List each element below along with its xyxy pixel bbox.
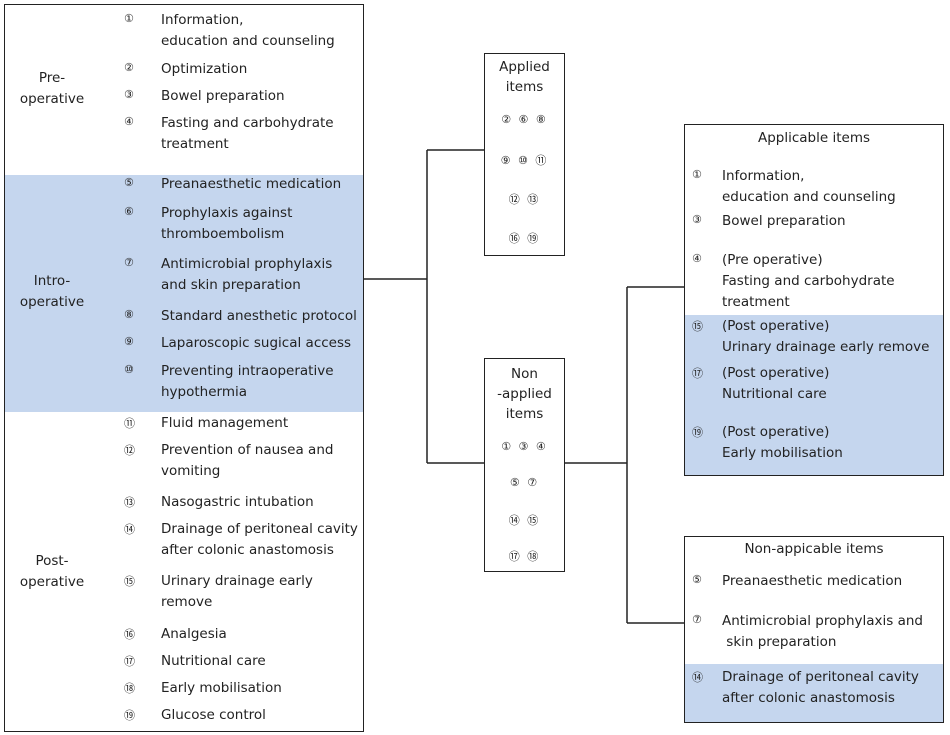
all-items-item-number: ① (124, 12, 134, 25)
phase-label-intraoperative: Intro- operative (19, 273, 85, 310)
all-items-item-text: Glucose control (161, 707, 266, 723)
all-items-item-number: ⑤ (124, 176, 134, 189)
all-items-item-text: Fluid management (161, 415, 289, 431)
non-applied-items-row: ① ③ ④ (501, 440, 548, 453)
phase-label-preoperative: Pre- operative (19, 70, 85, 107)
applicable-item-text: (Post operative) Urinary drainage early … (722, 318, 930, 355)
all-items-item-text: Standard anesthetic protocol (161, 308, 357, 324)
all-items-item-text: Information, education and counseling (161, 12, 335, 49)
applicable-items-title: Applicable items (757, 130, 871, 146)
applicable-item-number: ① (692, 168, 702, 181)
applicable-post-op-band (685, 315, 943, 475)
applicable-item-text: Information, education and counseling (722, 168, 896, 205)
all-items-item-text: Preventing intraoperative hypothermia (161, 363, 334, 400)
all-items-item-number: ⑧ (124, 308, 134, 321)
applicable-item-text: (Post operative) Nutritional care (722, 365, 830, 402)
all-items-item-number: ⑱ (124, 682, 135, 695)
all-items-item-number: ⑰ (124, 655, 135, 668)
applied-items-row: ② ⑥ ⑧ (501, 113, 548, 126)
intraoperative-band (5, 175, 363, 412)
phase-label-postoperative: Post- operative (19, 553, 85, 590)
all-items-item-text: Optimization (161, 61, 248, 77)
non-applicable-item-number: ⑤ (692, 573, 702, 586)
all-items-item-text: Fasting and carbohydrate treatment (161, 115, 334, 152)
all-items-item-text: Early mobilisation (161, 680, 282, 696)
all-items-item-text: Analgesia (161, 626, 227, 642)
all-items-item-number: ③ (124, 88, 134, 101)
all-items-item-text: Bowel preparation (161, 88, 285, 104)
applicable-items-box (684, 124, 944, 476)
non-applicable-items-title: Non-appicable items (744, 541, 884, 557)
applicable-item-number: ③ (692, 213, 702, 226)
applicable-item-number: ⑰ (692, 367, 703, 380)
all-items-item-number: ⑲ (124, 709, 135, 722)
non-applicable-item-text: Drainage of peritoneal cavity after colo… (722, 669, 919, 706)
applied-items-row: ⑨ ⑩ ⑪ (500, 154, 549, 167)
applicable-item-text: (Post operative) Early mobilisation (722, 424, 843, 461)
all-items-item-text: Nasogastric intubation (161, 494, 314, 510)
all-items-item-number: ⑨ (124, 335, 134, 348)
applied-items-title: Applied items (499, 59, 550, 95)
non-applicable-item-number: ⑦ (692, 613, 702, 626)
non-applied-items-row: ⑭ ⑮ (508, 514, 541, 527)
non-applicable-item-text: Antimicrobial prophylaxis and skin prepa… (722, 613, 923, 650)
all-items-item-number: ② (124, 61, 134, 74)
all-items-item-number: ⑮ (124, 575, 135, 588)
all-items-item-text: Laparoscopic sugical access (161, 335, 352, 351)
non-applied-items-row: ⑰ ⑱ (508, 550, 541, 563)
applicable-item-text: (Pre operative) Fasting and carbohydrate… (722, 252, 895, 310)
all-items-item-text: Preanaesthetic medication (161, 176, 342, 192)
non-applied-items-box (484, 358, 565, 572)
applied-items-box (484, 53, 565, 256)
non-applicable-items-box (684, 536, 944, 723)
non-applied-items-title: Non -applied items (497, 366, 552, 422)
all-items-item-number: ⑥ (124, 205, 134, 218)
all-items-item-number: ⑦ (124, 256, 134, 269)
all-items-item-number: ⑫ (124, 444, 135, 457)
applied-items-row: ⑯ ⑲ (508, 232, 541, 245)
all-items-item-text: Nutritional care (161, 653, 266, 669)
all-items-item-text: Antimicrobial prophylaxis and skin prepa… (161, 256, 333, 293)
all-items-panel (4, 4, 364, 732)
non-applied-items-row: ⑤ ⑦ (509, 476, 540, 489)
all-items-item-number: ⑬ (124, 496, 135, 509)
non-applicable-item-number: ⑭ (692, 671, 703, 684)
all-items-item-text: Prophylaxis against thromboembolism (161, 205, 293, 242)
applicable-item-number: ⑮ (692, 320, 703, 333)
applicable-item-number: ⑲ (692, 426, 703, 439)
all-items-item-number: ⑭ (124, 523, 135, 536)
all-items-item-text: Urinary drainage early remove (161, 573, 313, 610)
applicable-item-text: Bowel preparation (722, 213, 846, 229)
applicable-item-number: ④ (692, 252, 702, 265)
all-items-item-number: ⑪ (124, 417, 135, 430)
all-items-item-text: Drainage of peritoneal cavity after colo… (161, 521, 358, 558)
all-items-item-number: ④ (124, 115, 134, 128)
all-items-item-text: Prevention of nausea and vomiting (161, 442, 334, 479)
all-items-item-number: ⑯ (124, 628, 135, 641)
non-applicable-item-text: Preanaesthetic medication (722, 573, 903, 589)
applied-items-row: ⑫ ⑬ (508, 193, 541, 206)
all-items-item-number: ⑩ (124, 363, 134, 376)
non-applicable-band (685, 664, 943, 722)
